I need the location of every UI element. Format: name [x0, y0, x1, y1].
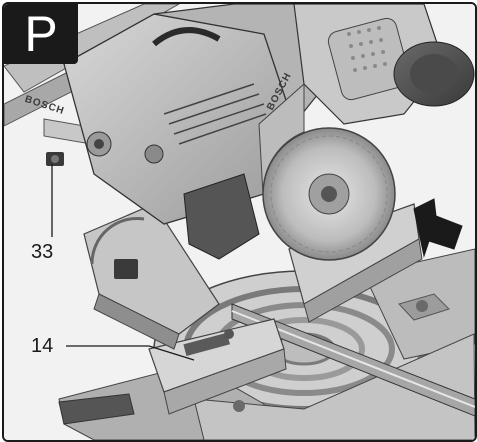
- right-table-extension: [363, 248, 475, 360]
- miter-saw-illustration: [4, 4, 475, 440]
- saw-head: [63, 4, 475, 260]
- leader-lines: [51, 164, 195, 361]
- panel-label: P: [4, 4, 78, 64]
- callout-33: 33: [31, 241, 54, 263]
- callout-14: 14: [31, 335, 54, 357]
- saw-blade: [258, 82, 396, 261]
- part-33-knob: [46, 152, 64, 166]
- left-fence: [148, 318, 287, 415]
- push-direction-arrow-icon: [413, 198, 463, 258]
